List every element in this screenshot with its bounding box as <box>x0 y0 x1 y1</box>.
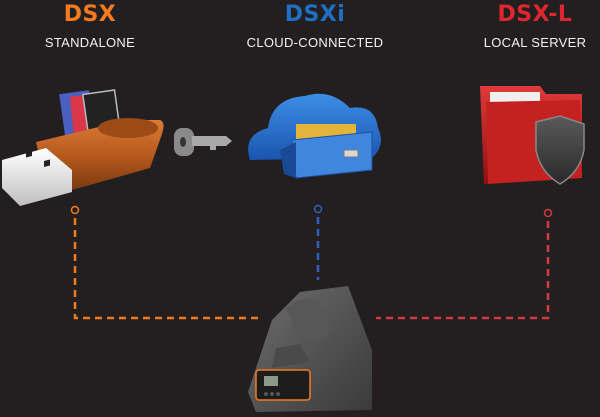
connector-dsx-l <box>376 208 553 320</box>
product-subtitle-dsx-l: LOCAL SERVER <box>483 35 587 50</box>
connector-dsxi <box>313 204 323 280</box>
product-title-dsxi: DSXi <box>284 2 346 27</box>
cloud-file-drawer-icon <box>248 93 381 179</box>
usb-drive-with-folders-icon <box>2 89 164 206</box>
connector-node-dsx-l <box>543 208 553 218</box>
product-subtitle-dsx: STANDALONE <box>44 35 136 50</box>
connector-node-dsx <box>70 205 80 215</box>
product-title-dsx-l: DSX-L <box>497 2 573 27</box>
product-subtitle-dsxi: CLOUD-CONNECTED <box>246 35 384 50</box>
product-title-dsx: DSX <box>63 2 117 27</box>
connector-dsx <box>70 205 258 320</box>
docking-lcd-screen <box>264 376 278 386</box>
docking-station-icon <box>248 286 372 412</box>
connector-node-dsxi <box>313 204 323 214</box>
folder-shield-icon <box>480 86 585 185</box>
key-icon <box>174 128 232 156</box>
